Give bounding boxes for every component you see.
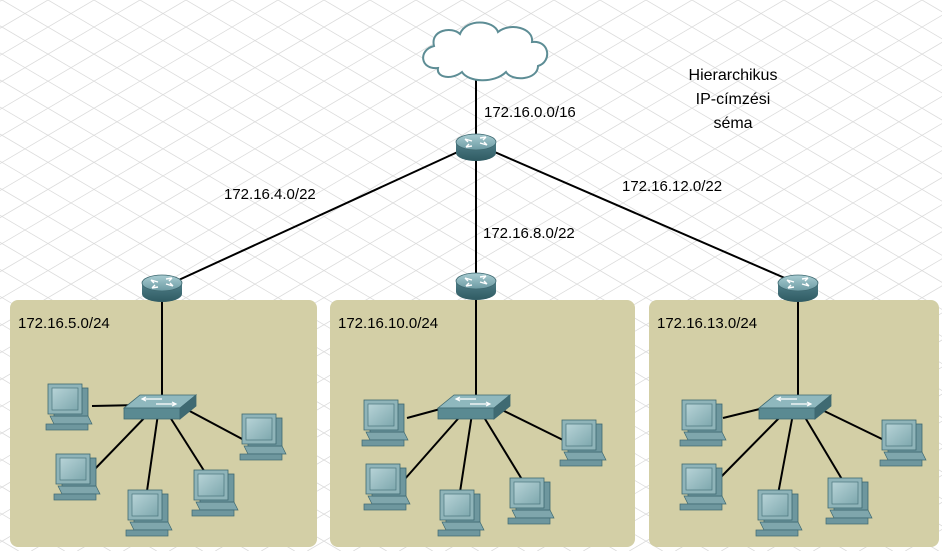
lan-label-1: 172.16.5.0/24 — [18, 315, 110, 332]
link-line-1 — [169, 149, 463, 285]
router-icon — [777, 274, 819, 303]
pc-line — [167, 413, 209, 478]
pc-line — [817, 407, 885, 441]
cloud-icon — [422, 21, 548, 82]
title-line-1: Hierarchikus — [688, 67, 778, 84]
lan-label-2: 172.16.10.0/24 — [338, 315, 439, 332]
core-router-icon — [455, 133, 497, 162]
pc-line — [497, 407, 564, 441]
pc-line — [802, 413, 847, 487]
pc-line — [183, 407, 245, 441]
link-label-1: 172.16.4.0/22 — [224, 186, 316, 203]
core-network-label: 172.16.0.0/16 — [484, 104, 576, 121]
pc-line — [717, 411, 786, 481]
pc-line — [91, 411, 151, 473]
link-line-3 — [489, 149, 795, 283]
router-icon — [141, 274, 183, 303]
link-label-2: 172.16.8.0/22 — [483, 225, 575, 242]
diagram-title: Hierarchikus IP-címzési séma — [668, 64, 798, 136]
pc-line — [403, 411, 465, 481]
link-label-3: 172.16.12.0/22 — [622, 178, 723, 195]
lan-label-3: 172.16.13.0/24 — [657, 315, 758, 332]
router-icon — [455, 272, 497, 301]
title-line-2: IP-címzési — [695, 91, 771, 108]
pc-line — [481, 413, 527, 487]
title-line-3: séma — [713, 115, 753, 132]
